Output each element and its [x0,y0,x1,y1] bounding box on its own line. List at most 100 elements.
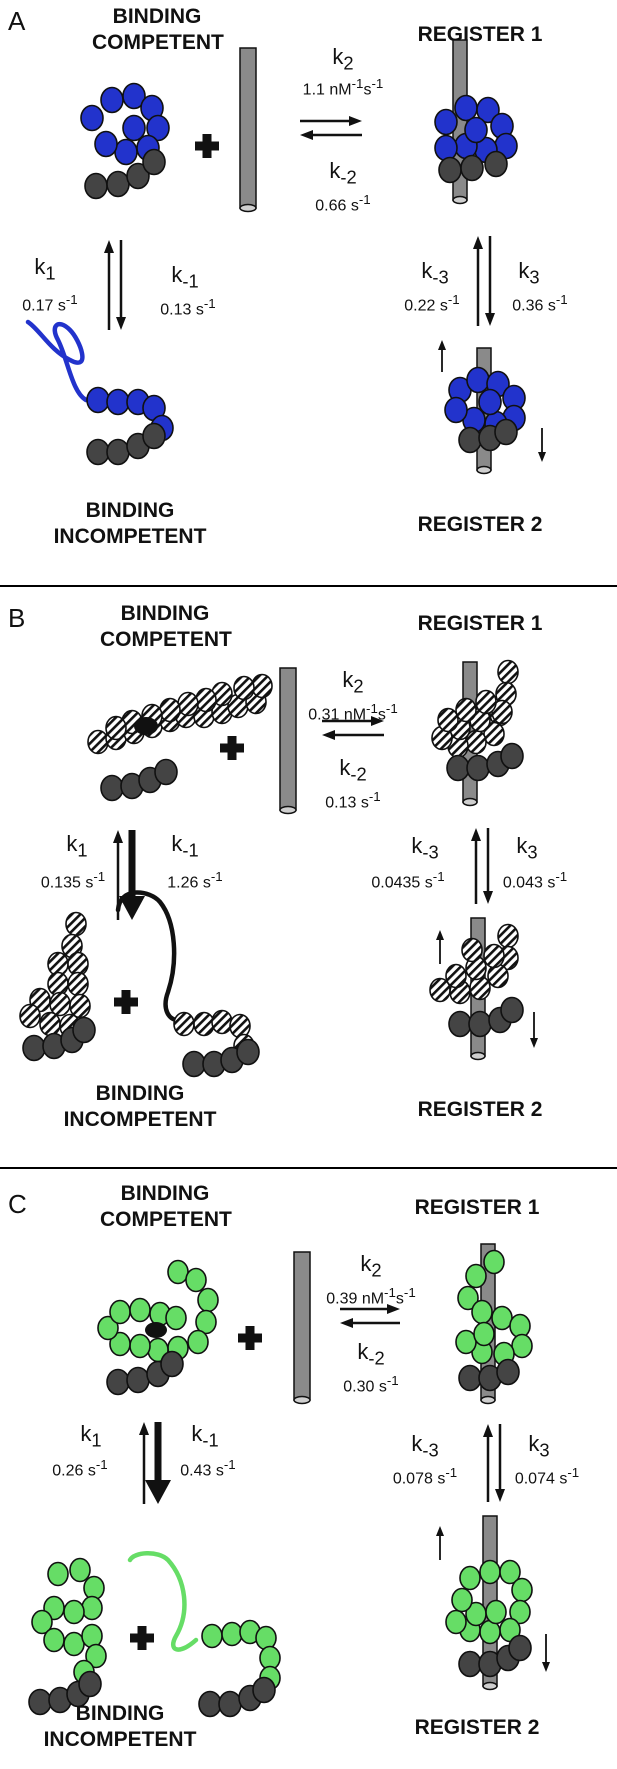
bead [126,162,150,190]
bead [475,689,497,715]
rod-end [480,1395,496,1405]
bead [39,1011,61,1037]
competent-helix-beads [87,673,273,755]
up-arrow-head [139,1422,149,1435]
down-arrow-head [485,313,495,326]
bead [446,754,470,782]
down-arrow-head [119,896,145,920]
bead [454,94,478,122]
rate-k-2-value: 0.66 s-1 [315,192,371,215]
bead [87,729,109,755]
bead [457,1285,479,1311]
bead [473,1321,495,1347]
rate-k3-value: 0.074 s-1 [514,1465,580,1488]
bead [459,1565,481,1591]
bead [484,150,508,178]
bead [487,963,509,989]
bead [251,673,273,699]
bead [508,1634,532,1662]
bead [100,774,124,802]
bead [437,707,459,733]
bead [193,1011,215,1037]
bead [47,1561,69,1587]
panel-separator [0,1167,617,1169]
panel-label: C [8,1189,27,1219]
plus-bar-v [121,990,131,1014]
bead [43,1627,65,1653]
rod-end [476,465,492,475]
k2-equilibrium-arrows [340,1304,400,1328]
incompetent-unfolded-tail [25,319,89,403]
down-arrow-head [145,1480,171,1504]
incompetent-helix-left-beads [19,911,91,1039]
rate-k1: k1 [80,1421,102,1451]
bead [438,156,462,184]
bead [211,1009,233,1035]
rate-k3: k3 [518,258,540,288]
rate-k-2: k-2 [339,755,367,785]
down-arrow-head [483,891,493,904]
incompetent-tail-right-beads [198,1676,276,1718]
bead [28,1688,52,1716]
rod-end [279,805,297,815]
bead [80,104,104,132]
incompetent-unfolded-tail [115,890,181,1023]
peptide-rod [293,1251,311,1405]
bead [177,691,199,717]
competent-helix-beads [97,1259,219,1363]
bead [185,1267,207,1293]
bead [466,754,490,782]
forward-arrow-head [371,716,384,726]
bead [491,1305,513,1331]
incompetent-helix-right-beads [201,1619,281,1691]
register-2-label: REGISTER 2 [417,513,543,536]
shift-arrow-head [438,340,446,350]
bead [511,1333,533,1359]
bead [471,1299,493,1325]
bead [72,1016,96,1044]
shift-arrow-head [542,1662,550,1672]
bead [22,1034,46,1062]
bead [142,422,166,450]
bead [455,1329,477,1355]
bead [429,977,451,1003]
rate-k3-value: 0.36 s-1 [512,292,568,315]
shift-down-arrow [530,1012,538,1048]
rate-k-2-value: 0.13 s-1 [325,789,381,812]
register2-tail-beads [448,996,524,1038]
shift-arrow-head [436,930,444,940]
bead [461,937,483,963]
rate-k2-value: 0.39 nM-1s-1 [326,1285,416,1308]
up-arrow-head [113,830,123,843]
rate-k3: k3 [516,833,538,863]
register2-helix-beads [429,923,519,1005]
bead [69,1557,91,1583]
register1-tail-beads [438,150,508,184]
rod-end [462,797,478,807]
down-arrow-head [495,1489,505,1502]
bead [167,1259,189,1285]
bead [78,1670,102,1698]
bead [445,1609,467,1635]
plus-sign [238,1326,262,1350]
bead [478,388,502,416]
bead [511,1577,533,1603]
bead [483,1249,505,1275]
register1-helix-beads [455,1249,533,1367]
incompetent-tail-beads [86,422,166,466]
bead [494,418,518,446]
competent-tail-beads [106,1350,184,1396]
plus-sign-2 [130,1626,154,1650]
panel-label: A [8,6,26,36]
bead [252,1676,276,1704]
rod-end [293,1395,311,1405]
rod-body [279,667,297,811]
register2-tail-beads [458,418,518,454]
rate-k2: k2 [332,44,354,74]
bead [509,1599,531,1625]
bead [81,1623,103,1649]
bead [451,1587,473,1613]
competent-helix-beads [80,82,170,166]
